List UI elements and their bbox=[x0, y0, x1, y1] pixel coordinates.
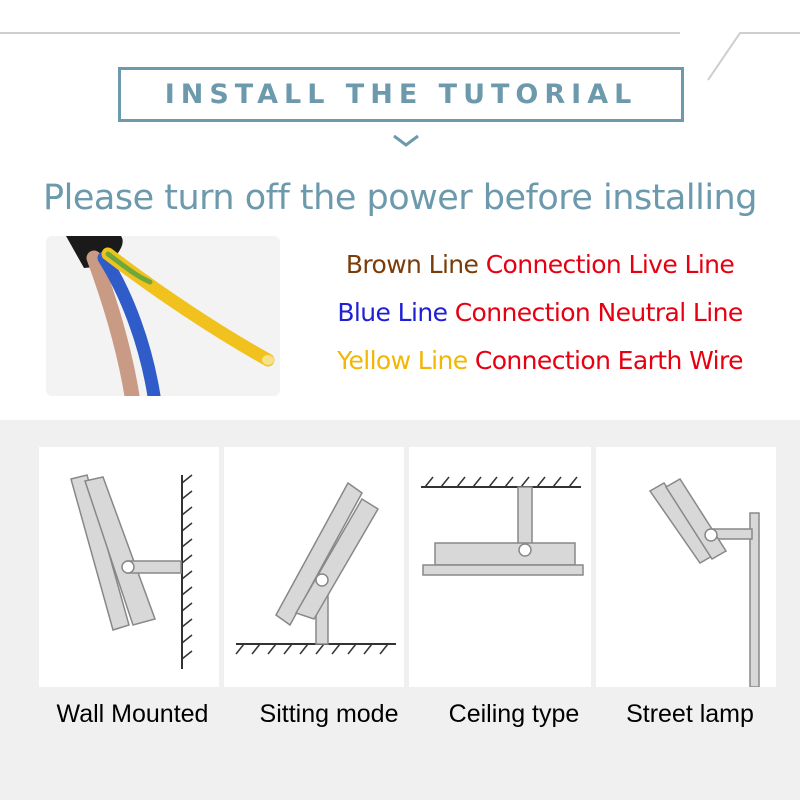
wire-connection: Connection Neutral Line bbox=[454, 298, 744, 327]
mode-card-ceiling bbox=[409, 447, 591, 687]
wire-name: Blue Line bbox=[337, 298, 448, 327]
wire-connection: Connection Earth Wire bbox=[474, 346, 744, 375]
page-title: INSTALL THE TUTORIAL bbox=[164, 79, 638, 110]
wire-row-yellow: Yellow Line Connection Earth Wire bbox=[290, 340, 790, 388]
cable-wires-illustration bbox=[66, 236, 275, 396]
mode-label-sitting: Sitting mode bbox=[259, 700, 399, 728]
mode-label-ceiling: Ceiling type bbox=[448, 700, 580, 728]
chevron-down-icon bbox=[393, 134, 419, 147]
cable-photo bbox=[46, 236, 280, 396]
street-lamp-icon bbox=[648, 477, 760, 688]
mode-card-sitting bbox=[224, 447, 404, 687]
wire-name: Brown Line bbox=[345, 250, 479, 279]
header-decoration bbox=[0, 32, 800, 81]
ceiling-mount-icon bbox=[421, 476, 584, 576]
mode-card-wall bbox=[39, 447, 219, 687]
mode-label-street: Street lamp bbox=[626, 700, 754, 728]
wall-mount-icon bbox=[70, 474, 193, 669]
wire-row-brown: Brown Line Connection Live Line bbox=[290, 244, 790, 292]
wire-connection: Connection Live Line bbox=[485, 250, 735, 279]
power-warning: Please turn off the power before install… bbox=[43, 178, 757, 218]
title-frame: INSTALL THE TUTORIAL bbox=[118, 67, 684, 122]
wiring-legend: Brown Line Connection Live Line Blue Lin… bbox=[290, 244, 790, 388]
sitting-mount-icon bbox=[235, 481, 396, 655]
mode-label-wall: Wall Mounted bbox=[56, 700, 209, 728]
wire-name: Yellow Line bbox=[337, 346, 468, 375]
wire-row-blue: Blue Line Connection Neutral Line bbox=[290, 292, 790, 340]
mode-card-street bbox=[596, 447, 776, 688]
